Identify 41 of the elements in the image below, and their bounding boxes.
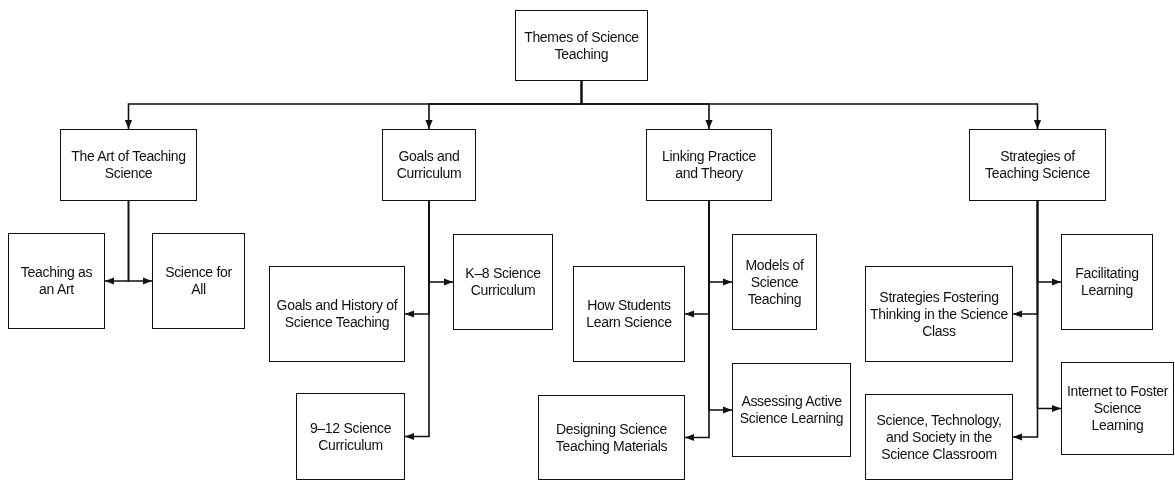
topic-label: Facilitating Learning xyxy=(1074,265,1140,299)
topic-label: K–8 Science Curriculum xyxy=(464,265,542,299)
topic-box xyxy=(382,129,476,201)
topic-box xyxy=(8,233,105,329)
topic-label: Models of Science Teaching xyxy=(744,256,805,308)
topic-box xyxy=(969,129,1106,201)
topic-label: The Art of Teaching Science xyxy=(70,148,187,182)
connector-arrow xyxy=(580,80,1042,130)
connector-arrow xyxy=(708,200,733,414)
topic-label: How Students Learn Science xyxy=(585,297,673,331)
topic-box xyxy=(732,234,817,330)
connector-arrow xyxy=(1036,200,1062,413)
topic-label: Goals and Curriculum xyxy=(395,148,463,182)
topic-label: Linking Practice and Theory xyxy=(661,148,757,182)
topic-box xyxy=(865,266,1013,362)
topic-label: 9–12 Science Curriculum xyxy=(308,419,393,454)
topic-box xyxy=(60,129,197,201)
topic-box xyxy=(646,129,772,201)
topic-box xyxy=(865,394,1013,480)
topic-label: Science for All xyxy=(164,264,233,298)
topic-label: Science, Technology, and Society in the Science Classroom xyxy=(875,411,1003,463)
topic-box xyxy=(269,266,405,362)
topic-box xyxy=(573,266,685,362)
topic-box xyxy=(1061,234,1153,330)
topic-label: Teaching as an Art xyxy=(19,264,94,298)
topic-box xyxy=(1061,362,1174,455)
topic-label: Goals and History of Science Teaching xyxy=(275,297,399,331)
topic-label: Internet to Foster Science Learning xyxy=(1066,383,1169,434)
topic-label: Assessing Active Science Learning xyxy=(738,393,845,427)
topic-box xyxy=(296,393,405,480)
connector-arrow xyxy=(127,200,153,285)
topic-label: Themes of Science Teaching xyxy=(523,28,640,63)
topic-label: Strategies of Teaching Science xyxy=(984,148,1091,182)
topic-box xyxy=(732,363,851,457)
root-topic-box xyxy=(515,10,648,81)
topic-label: Strategies Fostering Thinking in the Science Class xyxy=(870,288,1008,340)
topic-box xyxy=(538,395,685,480)
topic-box xyxy=(453,234,553,330)
connector-arrow xyxy=(404,200,430,441)
topic-label: Designing Science Teaching Materials xyxy=(554,420,669,455)
topic-box xyxy=(152,233,245,329)
